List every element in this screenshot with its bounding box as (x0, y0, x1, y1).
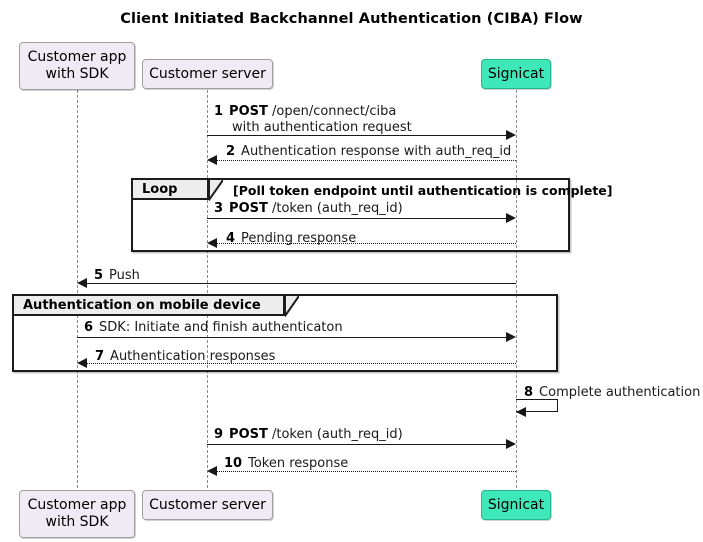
message-7-arrowhead (77, 358, 87, 368)
message-9-seq: 9 (214, 427, 224, 442)
participant-customer-app-label-line1: Customer app (27, 49, 127, 65)
diagram-title: Client Initiated Backchannel Authenticat… (120, 11, 583, 27)
fragment-loop-tab-label: Loop (142, 181, 178, 197)
message-5-label: 5 Push (94, 268, 140, 284)
message-2-label: 2 Authentication response with auth_req_i… (226, 144, 511, 160)
message-3-text: /token (auth_req_id) (267, 201, 403, 216)
message-9-arrowhead (506, 439, 516, 449)
message-5-line (87, 283, 516, 284)
fragment-loop-tab: Loop (133, 180, 209, 200)
message-2-line (217, 160, 516, 161)
participant-customer-app-top[interactable]: Customer app with SDK (19, 42, 135, 90)
message-10-arrowhead (207, 466, 217, 476)
participant-signicat-bottom[interactable]: Signicat (481, 490, 551, 520)
message-3-seq: 3 (214, 201, 224, 216)
participant-signicat-top[interactable]: Signicat (481, 59, 551, 89)
message-1-line (207, 135, 507, 136)
message-6-line (77, 337, 507, 338)
message-8-label: 8 Complete authentication (524, 385, 700, 401)
message-5-text: Push (109, 268, 140, 283)
message-6-label: 6 SDK: Initiate and finish authenticaton (84, 320, 343, 336)
message-3-method: POST (229, 201, 268, 216)
message-7-label: 7 Authentication responses (95, 349, 275, 365)
message-6-seq: 6 (84, 320, 94, 335)
fragment-loop-tab-corner-icon (209, 180, 223, 201)
message-8-arrowhead (516, 407, 526, 417)
message-10-text: Token response (248, 456, 349, 471)
message-2-arrowhead (207, 155, 217, 165)
participant-customer-server-bottom[interactable]: Customer server (142, 490, 273, 520)
message-3-label: 3 POST /token (auth_req_id) (214, 201, 403, 217)
participant-customer-server-bottom-label: Customer server (149, 496, 266, 513)
fragment-group-tab-corner-icon (285, 296, 299, 317)
participant-signicat-bottom-label: Signicat (487, 496, 545, 513)
participant-customer-app-bottom-label-line1: Customer app (27, 497, 127, 513)
message-5-seq: 5 (94, 268, 104, 283)
message-9-method: POST (229, 427, 268, 442)
message-2-seq: 2 (226, 144, 236, 159)
message-6-text: SDK: Initiate and finish authenticaton (99, 320, 343, 335)
message-4-label: 4 Pending response (226, 231, 356, 247)
message-4-arrowhead (207, 238, 217, 248)
message-1-seq: 1 (214, 104, 224, 119)
message-9-text: /token (auth_req_id) (267, 427, 403, 442)
lifeline-customer-app (77, 90, 78, 488)
message-1-label-line2: with authentication request (232, 120, 412, 136)
message-1-text: /open/connect/ciba (267, 104, 397, 119)
message-2-text: Authentication response with auth_req_id (241, 144, 512, 159)
message-7-line (87, 363, 516, 364)
participant-customer-server-top[interactable]: Customer server (142, 59, 273, 89)
lifeline-signicat (516, 90, 517, 488)
message-1-text2: with authentication request (232, 120, 412, 135)
fragment-authentication-on-mobile-device (12, 294, 558, 372)
message-4-line (217, 243, 516, 244)
participant-signicat-label: Signicat (487, 65, 545, 82)
message-5-arrowhead (77, 278, 87, 288)
message-8-self-loop (516, 399, 558, 412)
fragment-loop-guard: [Poll token endpoint until authenticatio… (233, 183, 613, 198)
message-10-label: 10 Token response (224, 456, 348, 472)
message-3-arrowhead (506, 213, 516, 223)
lifeline-customer-server (207, 90, 208, 488)
message-4-seq: 4 (226, 231, 236, 246)
message-7-seq: 7 (95, 349, 105, 364)
fragment-group-tab: Authentication on mobile device (14, 296, 285, 316)
participant-customer-app-bottom-label-line2: with SDK (45, 514, 109, 530)
fragment-group-tab-label: Authentication on mobile device (23, 297, 261, 313)
message-10-seq: 10 (224, 456, 243, 471)
message-10-line (217, 471, 516, 472)
message-6-arrowhead (506, 332, 516, 342)
fragment-loop (131, 178, 570, 252)
message-4-text: Pending response (241, 231, 357, 246)
message-9-line (207, 444, 507, 445)
message-9-label: 9 POST /token (auth_req_id) (214, 427, 403, 443)
participant-customer-app-label-line2: with SDK (45, 66, 109, 82)
message-8-seq: 8 (524, 385, 534, 400)
message-1-arrowhead (506, 130, 516, 140)
participant-customer-server-label: Customer server (149, 65, 266, 82)
message-1-label: 1 POST /open/connect/ciba (214, 104, 396, 120)
message-8-text: Complete authentication (539, 385, 701, 400)
participant-customer-app-bottom[interactable]: Customer app with SDK (19, 490, 135, 538)
message-3-line (207, 218, 507, 219)
message-1-method: POST (229, 104, 268, 119)
message-7-text: Authentication responses (110, 349, 276, 364)
